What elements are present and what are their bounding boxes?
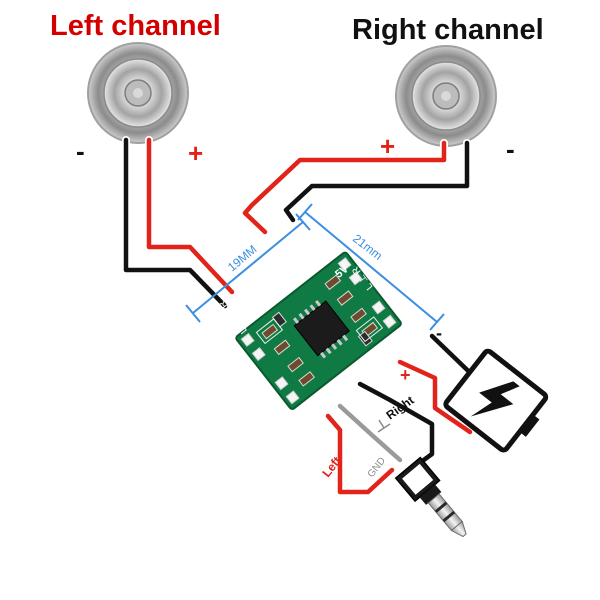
audio-jack-icon: [394, 456, 467, 538]
wire-battery-plus: [397, 359, 473, 435]
speaker-right-icon: [395, 45, 497, 147]
wire-audio-right: [357, 381, 435, 473]
amplifier-board: L OUT R L ⊥ R 5V: [217, 251, 402, 410]
dimension-width: [185, 213, 311, 323]
left-channel-title: Left channel: [50, 10, 221, 42]
lightning-icon: [470, 381, 520, 417]
battery-plus-sign: +: [400, 365, 411, 385]
battery-icon: [443, 348, 549, 453]
right-plus-sign: +: [380, 131, 396, 161]
right-channel-title: Right channel: [352, 14, 544, 46]
silk-out-label: L OUT R: [217, 298, 250, 335]
left-minus-sign: -: [76, 136, 85, 166]
dimension-length: [297, 203, 445, 331]
speaker-left-icon: [87, 42, 189, 144]
wire-audio-gnd: [337, 403, 403, 463]
audio-input-wires: [325, 381, 435, 495]
battery-minus-sign: -: [436, 323, 442, 343]
left-plus-sign: +: [188, 138, 204, 168]
right-minus-sign: -: [506, 134, 515, 164]
wire-left-minus: [122, 136, 229, 310]
speaker-wires: [122, 136, 471, 310]
ground-symbol-icon: [377, 419, 391, 433]
dimension-length-label: 21mm: [350, 231, 385, 263]
dimension-width-label: 19MM: [225, 242, 260, 274]
wire-right-minus: [282, 139, 471, 224]
wire-audio-left: [325, 413, 395, 495]
